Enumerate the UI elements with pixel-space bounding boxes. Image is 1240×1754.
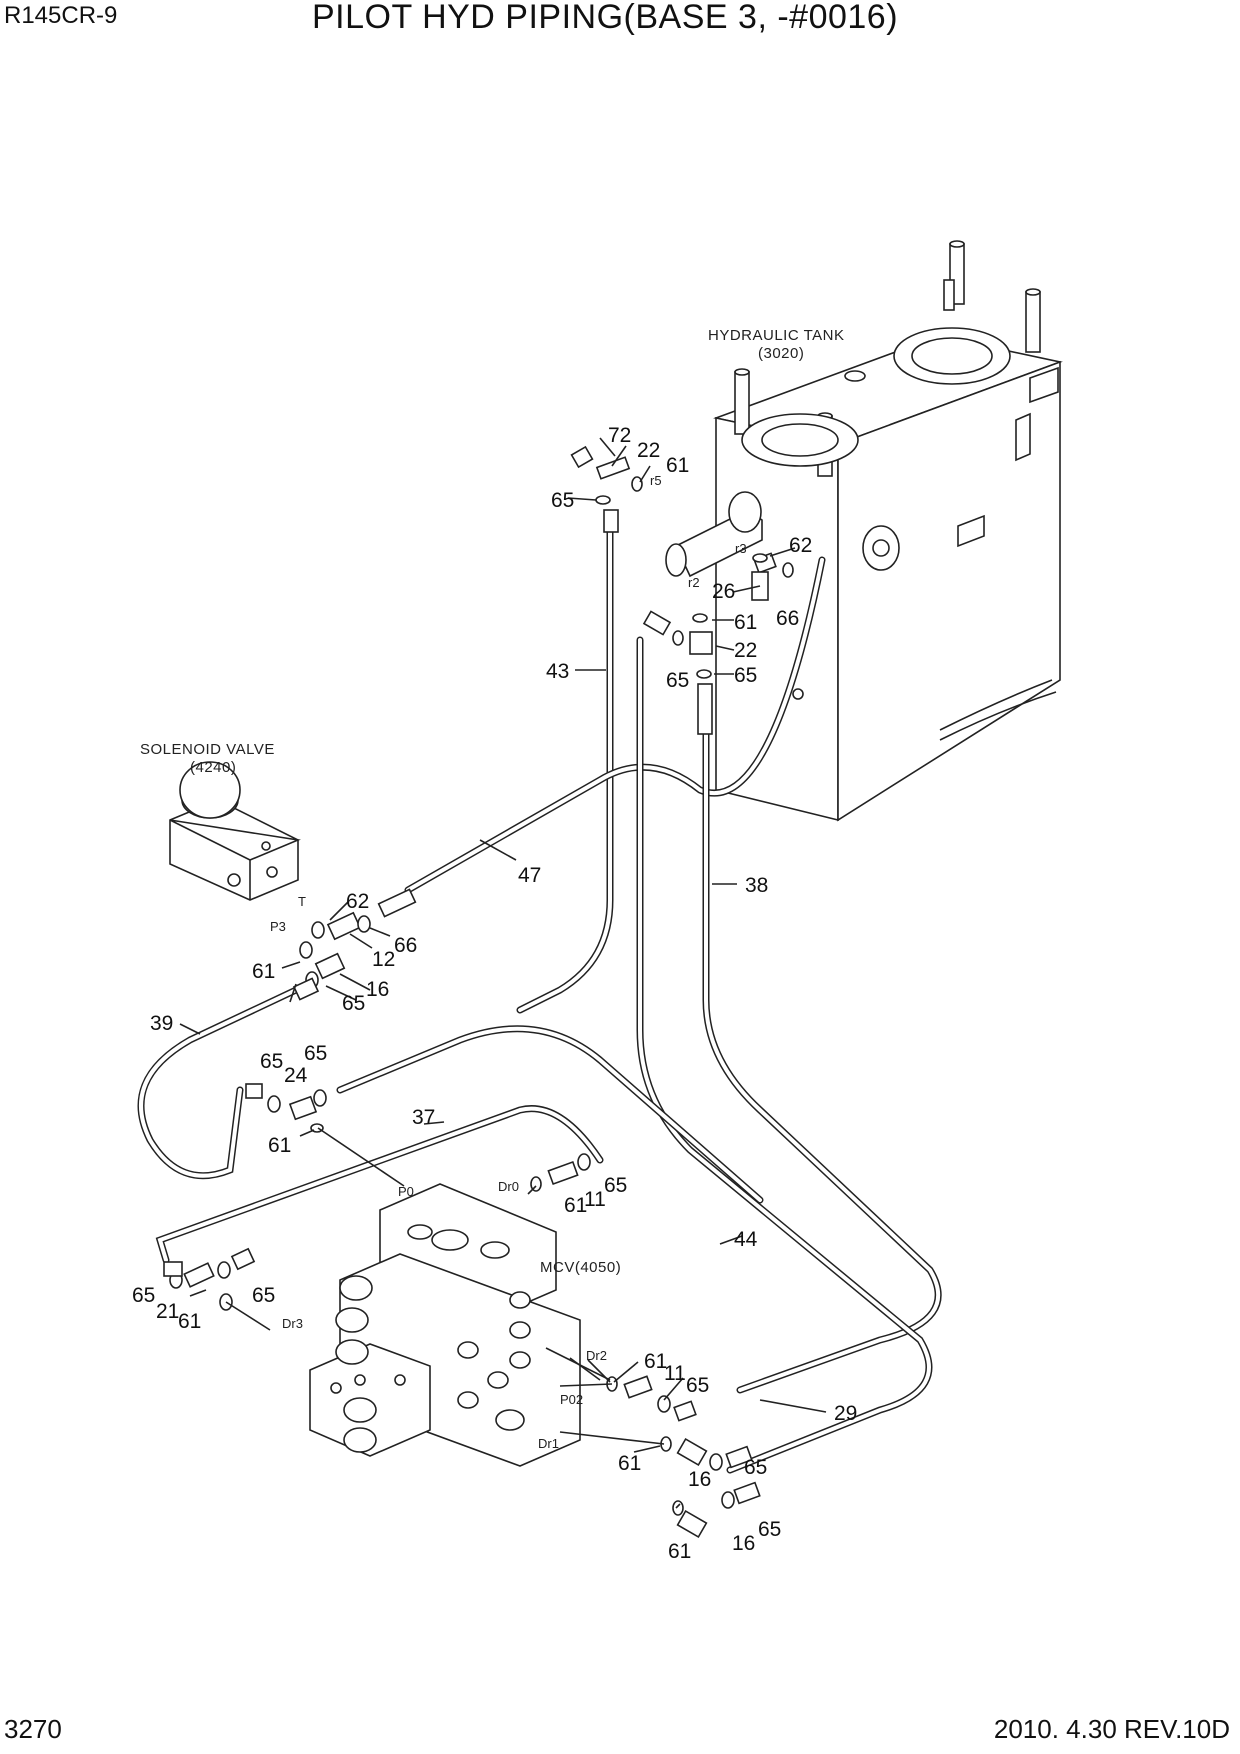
- callout-61: 61: [178, 1310, 201, 1333]
- leader-lines: [179, 437, 827, 1509]
- hydraulic-tank: HYDRAULIC TANK (3020): [665, 240, 1063, 822]
- callout-29: 29: [834, 1402, 857, 1425]
- callout-65: 65: [604, 1174, 627, 1197]
- fittings: [163, 445, 794, 1539]
- callout-22: 22: [734, 639, 757, 662]
- callout-11: 11: [584, 1188, 606, 1211]
- callout-65: 65: [342, 992, 365, 1015]
- callout-22: 22: [637, 439, 660, 462]
- model-number: R145CR-9: [4, 2, 118, 29]
- callout-12: 12: [372, 948, 395, 971]
- hoses: [137, 516, 942, 1474]
- port-dr1: Dr1: [538, 1436, 559, 1451]
- port-r3: r3: [735, 541, 747, 556]
- callout-44: 44: [734, 1228, 758, 1251]
- port-p3: P3: [270, 919, 286, 934]
- callouts: 72 22 61 65 62 26 66 61 22 65 65 43 47 3…: [132, 424, 857, 1563]
- callout-65: 65: [132, 1284, 155, 1307]
- callout-66: 66: [394, 934, 417, 957]
- callout-65: 65: [551, 489, 574, 512]
- callout-62: 62: [789, 534, 812, 557]
- callout-21: 21: [156, 1300, 179, 1323]
- callout-16: 16: [366, 978, 389, 1001]
- callout-61: 61: [666, 454, 689, 477]
- page-number: 3270: [4, 1714, 62, 1744]
- port-p02: P02: [560, 1392, 583, 1407]
- solenoid-label: SOLENOID VALVE: [140, 741, 275, 758]
- callout-65: 65: [744, 1456, 767, 1479]
- callout-61: 61: [644, 1350, 667, 1373]
- mcv-label: MCV(4050): [540, 1259, 621, 1276]
- main-control-valve: MCV(4050): [309, 1183, 621, 1467]
- callout-65: 65: [734, 664, 757, 687]
- callout-65: 65: [260, 1050, 283, 1073]
- callout-11: 11: [664, 1362, 686, 1385]
- callout-66: 66: [776, 607, 799, 630]
- callout-65: 65: [252, 1284, 275, 1307]
- port-r2: r2: [688, 575, 700, 590]
- revision-date: 2010. 4.30 REV.10D: [993, 1714, 1230, 1744]
- callout-47: 47: [518, 864, 541, 887]
- port-dr2: Dr2: [586, 1348, 607, 1363]
- port-r5: r5: [650, 473, 662, 488]
- port-dr3: Dr3: [282, 1316, 303, 1331]
- callout-62: 62: [346, 890, 369, 913]
- port-t: T: [298, 894, 306, 909]
- solenoid-valve: SOLENOID VALVE (4240): [140, 741, 301, 901]
- callout-65: 65: [758, 1518, 781, 1541]
- port-dr0: Dr0: [498, 1179, 519, 1194]
- page-title: PILOT HYD PIPING(BASE 3, -#0016): [312, 0, 899, 36]
- callout-61: 61: [668, 1540, 691, 1563]
- callout-26: 26: [712, 580, 735, 603]
- solenoid-ref: (4240): [190, 759, 236, 776]
- callout-65: 65: [666, 669, 689, 692]
- callout-61: 61: [564, 1194, 587, 1217]
- port-labels: r5 r3 r2 T P3 P0 Dr0 Dr3 Dr2 P02 Dr1: [270, 473, 747, 1451]
- callout-65: 65: [686, 1374, 709, 1397]
- callout-43: 43: [546, 660, 569, 683]
- callout-61: 61: [734, 611, 757, 634]
- tank-label: HYDRAULIC TANK: [708, 327, 844, 344]
- callout-37: 37: [412, 1106, 435, 1129]
- callout-24: 24: [284, 1064, 308, 1087]
- callout-61: 61: [252, 960, 275, 983]
- port-p0: P0: [398, 1184, 414, 1199]
- callout-16: 16: [732, 1532, 755, 1555]
- callout-61: 61: [618, 1452, 641, 1475]
- callout-38: 38: [745, 874, 768, 897]
- tank-ref: (3020): [758, 345, 804, 362]
- callout-72: 72: [608, 424, 631, 447]
- callout-61: 61: [268, 1134, 291, 1157]
- callout-39: 39: [150, 1012, 173, 1035]
- callout-65: 65: [304, 1042, 327, 1065]
- callout-16: 16: [688, 1468, 711, 1491]
